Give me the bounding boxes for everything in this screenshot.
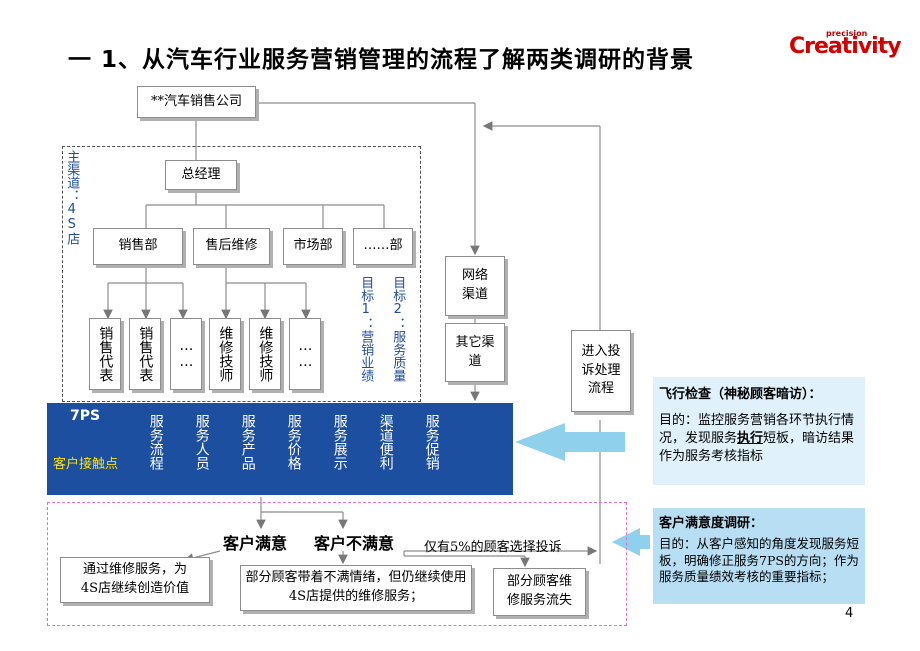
mystery-shopper-body: 目的：监控服务营销各环节执行情况，发现服务执行短板，暗访结果作为服务考核指标 bbox=[659, 413, 855, 464]
sales-rep-more: …… bbox=[170, 318, 202, 390]
company-box: **汽车销售公司 bbox=[137, 86, 256, 118]
dept-sales: 销售部 bbox=[93, 228, 183, 265]
touchpoints-subtitle: 客户接触点 bbox=[53, 457, 119, 472]
goal-2-label: 目标2：服务质量 bbox=[390, 276, 406, 382]
touchpoint-price: 服务价格 bbox=[285, 414, 302, 470]
satisfaction-survey-panel: 客户满意度调研： 目的：从客户感知的角度发现服务短板，明确修正服务7PS的方向；… bbox=[653, 508, 865, 604]
technician-1: 维修技师 bbox=[209, 318, 241, 390]
outcome-churn-box: 部分顾客维修服务流失 bbox=[493, 568, 586, 616]
arrow-to-touchpoints bbox=[515, 423, 625, 461]
dept-other: ……部 bbox=[353, 228, 413, 265]
sales-rep-1: 销售代表 bbox=[89, 318, 121, 390]
outcome-stay-box: 部分顾客带着不满情绪，但仍继续使用4S店提供的维修服务； bbox=[240, 565, 472, 611]
logo-precision: precision bbox=[826, 29, 868, 38]
unsatisfied-label: 客户不满意 bbox=[314, 534, 395, 553]
satisfied-label: 客户满意 bbox=[223, 534, 288, 553]
mystery-shopper-panel: 飞行检查（神秘顾客暗访）： 目的：监控服务营销各环节执行情况，发现服务执行短板，… bbox=[653, 377, 865, 485]
complaint-process-box: 进入投诉处理流程 bbox=[571, 330, 631, 412]
dept-service: 售后维修 bbox=[193, 228, 270, 265]
satisfaction-survey-title: 客户满意度调研： bbox=[659, 516, 764, 531]
page-title: 一 1、从汽车行业服务营销管理的流程了解两类调研的背景 bbox=[68, 47, 695, 73]
touchpoint-display: 服务展示 bbox=[331, 414, 348, 470]
touchpoints-band bbox=[47, 403, 513, 495]
arrow-to-outcomes bbox=[612, 528, 650, 556]
touchpoint-promotion: 服务促销 bbox=[423, 414, 440, 470]
logo-creativity: Creativity bbox=[789, 34, 902, 59]
main-channel-frame bbox=[62, 146, 421, 402]
sales-rep-2: 销售代表 bbox=[129, 318, 161, 390]
mystery-shopper-title: 飞行检查（神秘顾客暗访）： bbox=[659, 387, 822, 402]
technician-2: 维修技师 bbox=[249, 318, 281, 390]
complaint-rate-note: 仅有5%的顾客选择投诉 bbox=[424, 540, 562, 555]
technician-more: …… bbox=[289, 318, 321, 390]
online-channel-box: 网络渠道 bbox=[445, 256, 505, 316]
touchpoints-title: 7PS bbox=[70, 408, 101, 424]
touchpoint-product: 服务产品 bbox=[239, 414, 256, 470]
dept-marketing: 市场部 bbox=[283, 228, 343, 265]
touchpoint-convenience: 渠道便利 bbox=[377, 414, 394, 470]
outcome-value-box: 通过维修服务，为4S店继续创造价值 bbox=[60, 557, 210, 603]
touchpoint-process: 服务流程 bbox=[147, 414, 164, 470]
goal-1-label: 目标1：营销业绩 bbox=[358, 276, 374, 382]
page-number: 4 bbox=[845, 606, 854, 621]
other-channel-box: 其它渠道 bbox=[445, 323, 505, 382]
satisfaction-survey-body: 目的：从客户感知的角度发现服务短板，明确修正服务7PS的方向；作为服务质量绩效考… bbox=[659, 536, 860, 585]
main-channel-label: 主渠道：4S店 bbox=[64, 150, 80, 245]
highlighted-term: 执行 bbox=[737, 430, 764, 446]
gm-box: 总经理 bbox=[165, 160, 237, 190]
touchpoint-people: 服务人员 bbox=[193, 414, 210, 470]
outcomes-frame bbox=[47, 502, 627, 626]
